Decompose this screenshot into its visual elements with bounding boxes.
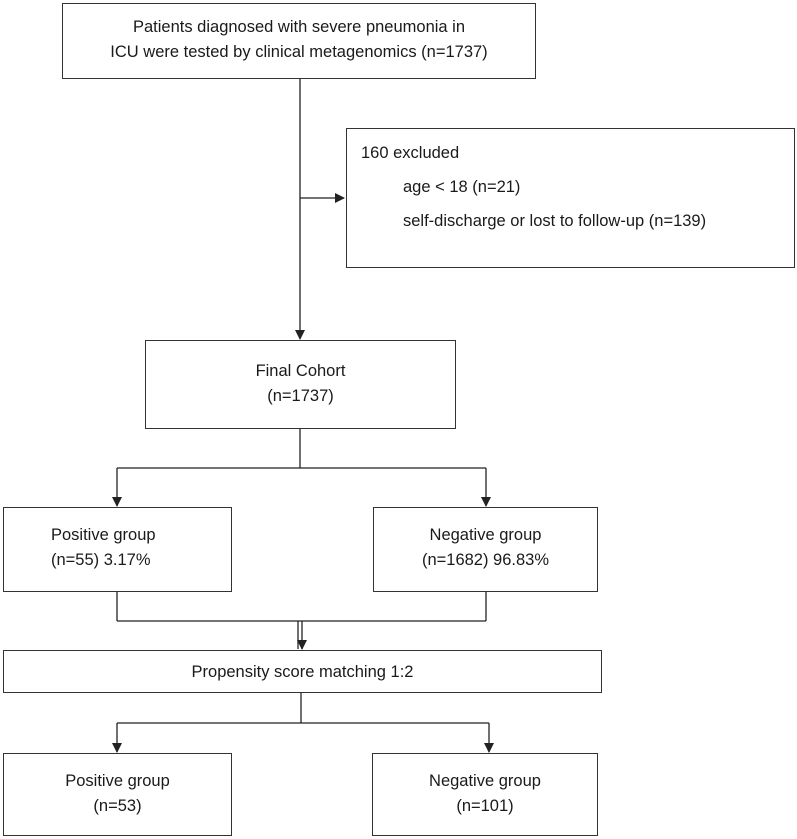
excluded-box: 160 excluded age < 18 (n=21) self-discha… [346,128,795,268]
negative-group-box-after-matching: Negative group (n=101) [372,753,598,836]
psm-label: Propensity score matching 1:2 [191,663,414,681]
positive-group-box-after-matching: Positive group (n=53) [3,753,232,836]
screened-line-1: Patients diagnosed with severe pneumonia… [132,18,466,36]
negative-group-count: (n=1682) 96.83% [421,551,550,569]
matched-positive-title: Positive group [65,772,170,790]
matched-negative-title: Negative group [429,772,541,790]
screened-line-2: ICU were tested by clinical metagenomics… [110,43,488,61]
propensity-score-matching-box: Propensity score matching 1:2 [3,650,602,693]
negative-group-title: Negative group [429,526,542,544]
matched-negative-count: (n=101) [456,797,514,815]
final-cohort-count: (n=1737) [267,387,334,405]
screened-patients-box: Patients diagnosed with severe pneumonia… [62,3,536,79]
positive-group-title: Positive group [51,526,156,544]
excluded-title: 160 excluded [361,144,460,162]
matched-positive-count: (n=53) [93,797,142,815]
negative-group-box-before-matching: Negative group (n=1682) 96.83% [373,507,598,592]
final-cohort-title: Final Cohort [255,362,346,380]
excluded-reason-discharge: self-discharge or lost to follow-up (n=1… [403,212,707,230]
positive-group-count: (n=55) 3.17% [51,551,151,569]
excluded-reason-age: age < 18 (n=21) [403,178,521,196]
positive-group-box-before-matching: Positive group (n=55) 3.17% [3,507,232,592]
final-cohort-box: Final Cohort (n=1737) [145,340,456,429]
